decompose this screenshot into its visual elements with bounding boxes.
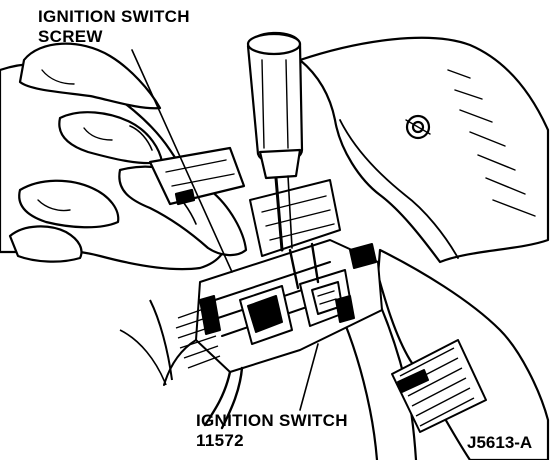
screw-leader-line — [131, 49, 233, 273]
screwdriver-icon — [246, 31, 304, 252]
dash-vent-icon — [391, 339, 487, 433]
switch-label-line2: 11572 — [196, 431, 244, 450]
ignition-switch-icon — [163, 179, 383, 430]
switch-leader-line — [299, 343, 319, 411]
column-hatching — [119, 299, 221, 386]
hand-icon — [0, 42, 248, 271]
screw-label-line2: SCREW — [38, 27, 103, 46]
figure-code: J5613-A — [467, 433, 532, 452]
screw-label-line1: IGNITION SWITCH — [38, 7, 190, 26]
switch-label-line1: IGNITION SWITCH — [196, 411, 348, 430]
leader-lines — [131, 49, 319, 411]
